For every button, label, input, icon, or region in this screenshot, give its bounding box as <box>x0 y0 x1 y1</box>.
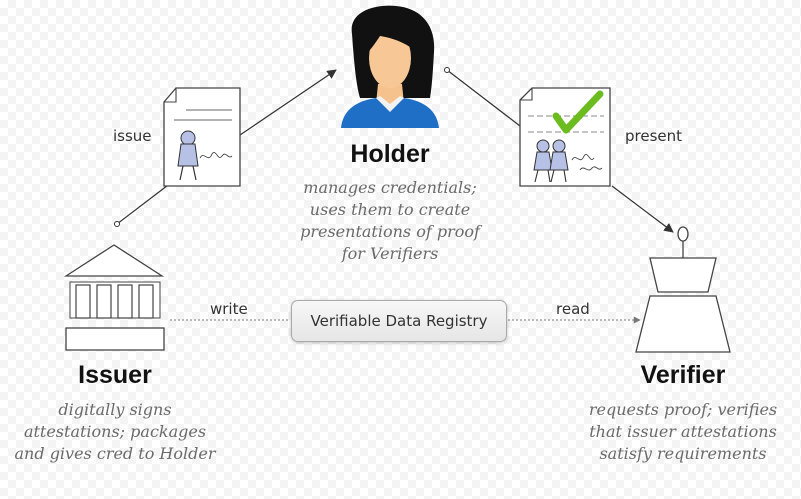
verifiable-data-registry: Verifiable Data Registry <box>291 300 507 342</box>
verifier-title: Verifier <box>640 361 726 389</box>
registry-label: Verifiable Data Registry <box>310 312 488 330</box>
present-flow-line <box>444 67 521 127</box>
issuer-title: Issuer <box>78 361 152 389</box>
credential-document-icon <box>163 87 241 187</box>
present-label: present <box>625 127 683 145</box>
issuer-description: digitally signs attestations; packages a… <box>14 400 216 463</box>
checkmark-icon <box>552 90 604 134</box>
holder-description: manages credentials; uses them to create… <box>300 178 480 263</box>
verified-presentation-icon <box>519 87 611 187</box>
issue-arrow <box>239 69 337 136</box>
write-label: write <box>210 300 248 318</box>
present-arrow <box>611 185 674 233</box>
podium-icon <box>635 226 731 353</box>
institution-building-icon <box>63 244 165 351</box>
read-label: read <box>556 300 590 318</box>
issue-label: issue <box>113 127 152 145</box>
holder-title: Holder <box>350 140 430 168</box>
verifier-description: requests proof; verifies that issuer att… <box>588 400 778 463</box>
person-avatar-icon <box>341 5 439 128</box>
